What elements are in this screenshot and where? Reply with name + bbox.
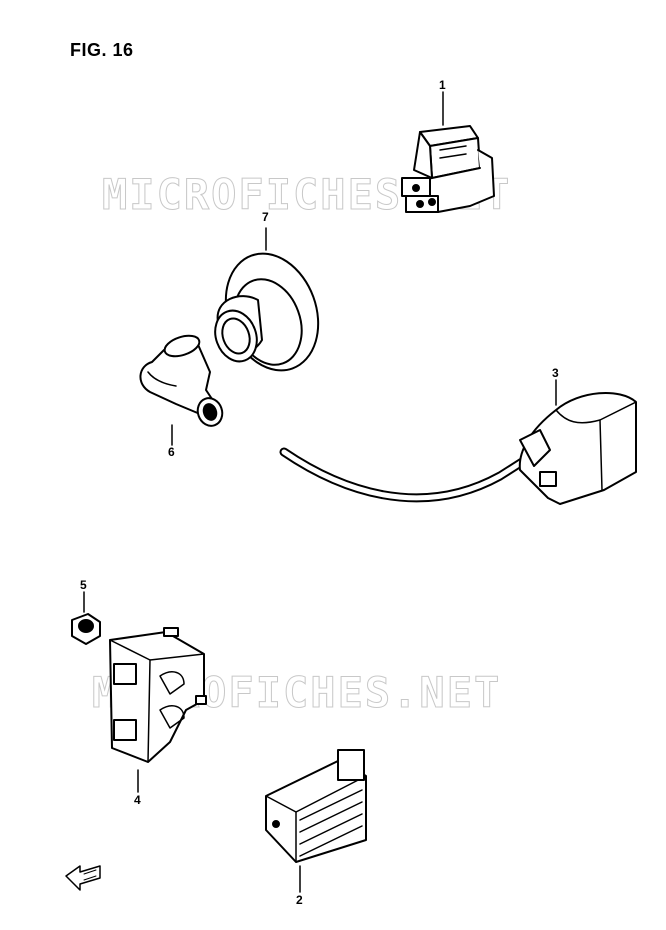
- part-4-cdi-unit: [109, 627, 207, 793]
- part-5-nut: [71, 591, 101, 645]
- callout-part-5: 5: [80, 578, 87, 592]
- part-6-plug-cap: [139, 334, 224, 446]
- part-1-connector: [401, 91, 495, 213]
- front-arrow-icon: [65, 865, 101, 891]
- callout-part-1: 1: [439, 78, 446, 92]
- figure-title: FIG. 16: [70, 40, 134, 60]
- callout-part-7: 7: [262, 210, 269, 224]
- callout-part-6: 6: [168, 445, 175, 459]
- part-7-cap: [214, 227, 320, 372]
- callout-part-3: 3: [552, 366, 559, 380]
- part-2-regulator: [265, 749, 367, 893]
- part-3-ignition-coil: [279, 379, 637, 505]
- callout-part-2: 2: [296, 893, 303, 907]
- callout-part-4: 4: [134, 793, 141, 807]
